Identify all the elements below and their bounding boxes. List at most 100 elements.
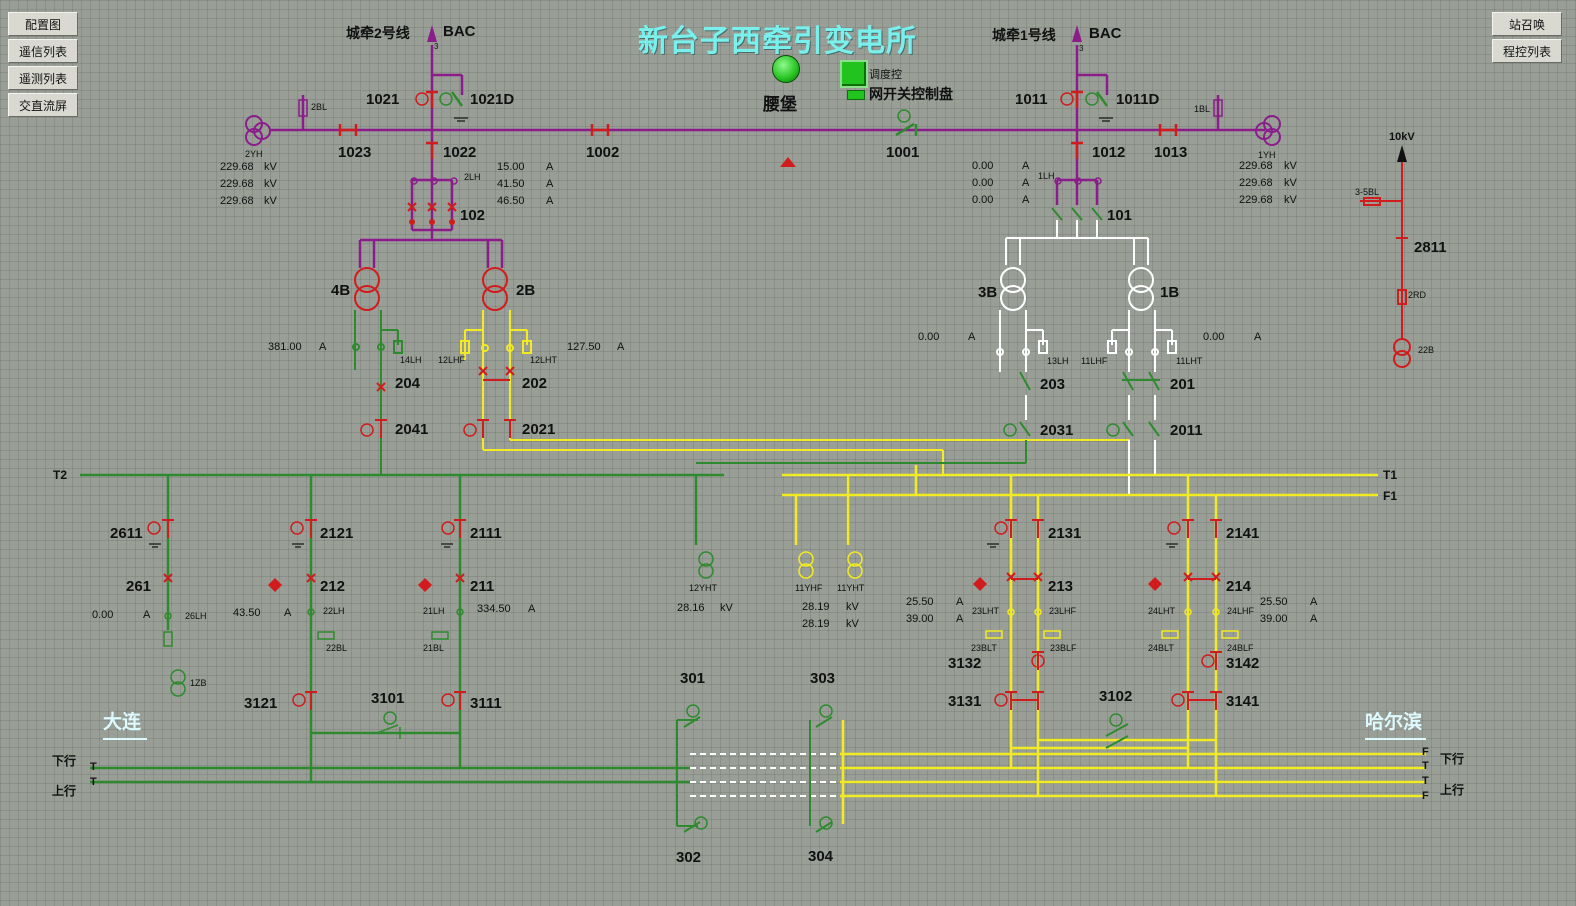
device-3141[interactable]: 3141 (1226, 693, 1260, 710)
panel-indicator (847, 90, 865, 100)
yh1-unit-1: kV (1284, 160, 1297, 172)
device-302[interactable]: 302 (676, 849, 702, 866)
device-1023[interactable]: 1023 (338, 144, 372, 161)
device-2B[interactable]: 2B (516, 282, 536, 299)
label-13LH: 13LH (1047, 356, 1069, 366)
label-26LH: 26LH (185, 611, 207, 621)
device-2021[interactable]: 2021 (522, 421, 556, 438)
device-303[interactable]: 303 (810, 670, 836, 687)
triangle-warning-icon (780, 157, 796, 167)
up-arrow-icon (427, 25, 1082, 42)
up-arrow-icon (1397, 145, 1407, 162)
yh2-value-1: 229.68 (220, 161, 254, 173)
device-1022[interactable]: 1022 (443, 144, 477, 161)
label-22LH: 22LH (323, 606, 345, 616)
i1-value-2: 0.00 (972, 177, 994, 189)
device-201[interactable]: 201 (1170, 376, 1196, 393)
config-diagram-button[interactable]: 配置图 (8, 12, 78, 36)
device-2111[interactable]: 2111 (470, 525, 502, 542)
bus-f1-label: F1 (1383, 489, 1398, 503)
device-1013[interactable]: 1013 (1154, 144, 1188, 161)
device-1011D[interactable]: 1011D (1116, 91, 1160, 108)
device-1002[interactable]: 1002 (586, 144, 620, 161)
device-102[interactable]: 102 (460, 207, 486, 224)
device-3121[interactable]: 3121 (244, 695, 278, 712)
t1b-current: 0.00 (1203, 331, 1225, 343)
t3b-unit: A (968, 331, 976, 343)
device-261[interactable]: 261 (126, 578, 152, 595)
telesignal-list-button[interactable]: 遥信列表 (8, 39, 78, 63)
device-204[interactable]: 204 (395, 375, 421, 392)
device-1001[interactable]: 1001 (886, 144, 920, 161)
f261-unit: A (143, 609, 151, 621)
yh2-unit-1: kV (264, 161, 277, 173)
i2-unit-1: A (546, 161, 554, 173)
t1-f1-bus (782, 465, 1426, 824)
transformer-icon (245, 115, 1281, 146)
station-name: 腰堡 (763, 95, 797, 114)
open-switches (450, 91, 1109, 137)
device-101[interactable]: 101 (1107, 207, 1133, 224)
yh1-value-2: 229.68 (1239, 177, 1273, 189)
label-22BL: 22BL (326, 643, 348, 653)
device-214[interactable]: 214 (1226, 578, 1252, 595)
label-11LHT: 11LHT (1176, 356, 1203, 366)
v12yht-value: 28.16 (677, 602, 705, 614)
v12yht-unit: kV (720, 602, 733, 614)
device-304[interactable]: 304 (808, 848, 834, 865)
i1-value-1: 0.00 (972, 160, 994, 172)
device-2141[interactable]: 2141 (1226, 525, 1260, 542)
f214-current-2: 39.00 (1260, 613, 1288, 625)
device-3102[interactable]: 3102 (1099, 688, 1133, 705)
device-2131[interactable]: 2131 (1048, 525, 1082, 542)
device-2031[interactable]: 2031 (1040, 422, 1074, 439)
t3b-current: 0.00 (918, 331, 940, 343)
device-3131[interactable]: 3131 (948, 693, 982, 710)
device-213[interactable]: 213 (1048, 578, 1074, 595)
device-3132[interactable]: 3132 (948, 655, 982, 672)
device-1021D[interactable]: 1021D (470, 91, 515, 108)
device-1012[interactable]: 1012 (1092, 144, 1126, 161)
f214-current-1: 25.50 (1260, 596, 1288, 608)
telemetry-list-button[interactable]: 遥测列表 (8, 66, 78, 90)
device-301[interactable]: 301 (680, 670, 706, 687)
device-212[interactable]: 212 (320, 578, 346, 595)
acdc-panel-button[interactable]: 交直流屏 (8, 93, 78, 117)
device-2811[interactable]: 2811 (1414, 239, 1447, 256)
label-24BLF: 24BLF (1227, 643, 1254, 653)
device-4B[interactable]: 4B (331, 282, 351, 299)
device-202[interactable]: 202 (522, 375, 548, 392)
device-1011[interactable]: 1011 (1015, 91, 1048, 108)
device-3B[interactable]: 3B (978, 284, 998, 301)
i2-value-3: 46.50 (497, 195, 525, 207)
right-t1-label: T (1422, 760, 1429, 772)
device-3142[interactable]: 3142 (1226, 655, 1260, 672)
label-12YHT: 12YHT (689, 583, 718, 593)
device-2041[interactable]: 2041 (395, 421, 429, 438)
device-2611[interactable]: 2611 (110, 525, 143, 542)
i1-unit-2: A (1022, 177, 1030, 189)
label-1YH: 1YH (1258, 150, 1276, 160)
dispatch-indicator[interactable] (840, 60, 868, 88)
device-3111[interactable]: 3111 (470, 695, 502, 712)
station-call-button[interactable]: 站召唤 (1492, 12, 1562, 36)
program-list-button[interactable]: 程控列表 (1492, 39, 1562, 63)
up-track-right: 上行 (1440, 783, 1465, 797)
device-203[interactable]: 203 (1040, 376, 1066, 393)
device-2121[interactable]: 2121 (320, 525, 354, 542)
ground-icon (149, 117, 1178, 548)
transformer-icon (354, 267, 1411, 368)
device-211[interactable]: 211 (470, 578, 495, 595)
left-t1-label: T (90, 761, 97, 773)
i2-unit-2: A (546, 178, 554, 190)
device-2011[interactable]: 2011 (1170, 422, 1203, 439)
yh2-value-2: 229.68 (220, 178, 254, 190)
label-1LH: 1LH (1038, 171, 1055, 181)
device-1021[interactable]: 1021 (366, 91, 400, 108)
device-3101[interactable]: 3101 (371, 690, 405, 707)
device-1B[interactable]: 1B (1160, 284, 1180, 301)
breaker-symbols (338, 90, 1178, 159)
yh2-unit-3: kV (264, 195, 277, 207)
label-11LHF: 11LHF (1081, 356, 1108, 366)
